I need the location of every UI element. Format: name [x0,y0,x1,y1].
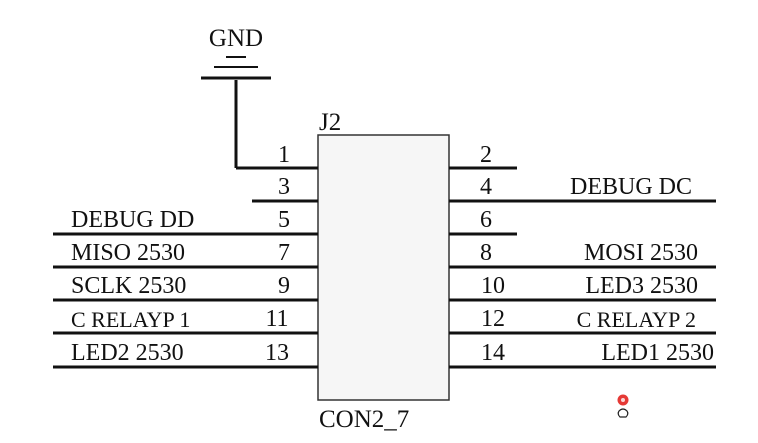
pin-10-number: 10 [481,273,505,299]
net-led1: LED1 2530 [601,340,714,366]
net-debug-dc: DEBUG DC [570,174,692,200]
net-c-relayp-2: C RELAYP 2 [577,307,696,332]
pin-9-number: 9 [278,273,290,299]
pin-2-number: 2 [480,142,492,168]
cursor-hand [617,408,629,418]
pin-1-number: 1 [278,142,290,168]
ground-symbol: GND [201,25,271,168]
pin-8-number: 8 [480,240,492,266]
busy-cursor-icon [617,394,629,418]
net-mosi: MOSI 2530 [584,240,698,266]
right-pins: 2 4 DEBUG DC 6 8 MOSI 2530 10 LED3 2530 … [449,142,716,369]
net-c-relayp-1: C RELAYP 1 [71,307,190,332]
pin-11-number: 11 [265,306,288,332]
pin-12-number: 12 [481,306,505,332]
gnd-label: GND [209,25,263,52]
net-debug-dd: DEBUG DD [71,207,194,233]
net-led2: LED2 2530 [71,340,184,366]
connector-refdes: J2 [319,109,341,136]
pin-3-number: 3 [278,174,290,200]
pin-4-number: 4 [480,174,492,200]
pin-7-number: 7 [278,240,290,266]
pin-14-number: 14 [481,340,505,366]
pin-6-number: 6 [480,207,492,233]
net-led3: LED3 2530 [585,273,698,299]
pin-13-number: 13 [265,340,289,366]
connector-body [317,134,450,401]
pin-5-number: 5 [278,207,290,233]
connector-value: CON2_7 [319,406,409,433]
net-miso: MISO 2530 [71,240,185,266]
net-sclk: SCLK 2530 [71,273,186,299]
left-pins: 1 3 5 DEBUG DD 7 MISO 2530 9 SCLK 2530 1… [53,142,318,369]
